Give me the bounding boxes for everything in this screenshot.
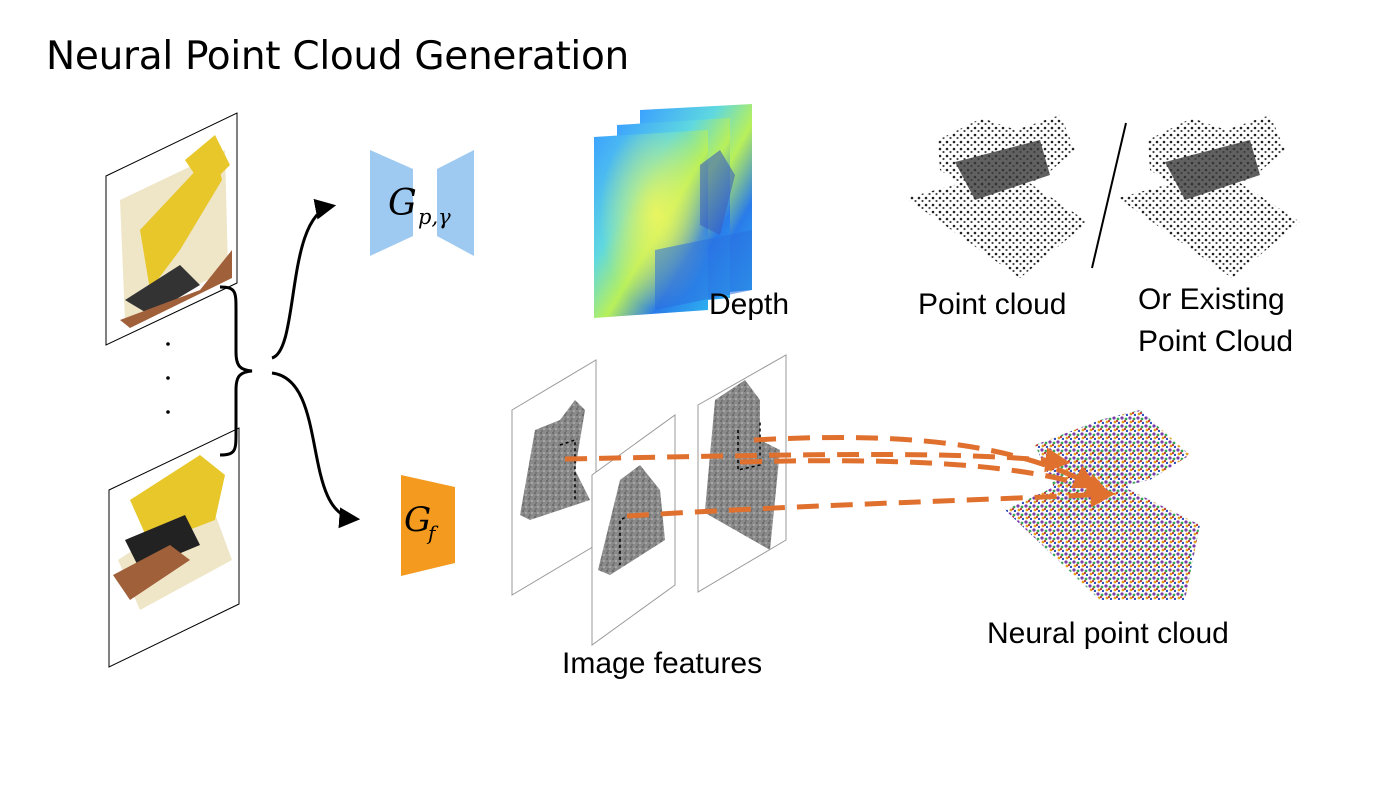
branch-arrow-to-feature-net bbox=[271, 371, 361, 529]
feature-net-symbol: G bbox=[404, 500, 431, 540]
input-image-bottom bbox=[108, 427, 240, 668]
depth-label: Depth bbox=[709, 288, 790, 321]
more-images-ellipsis bbox=[166, 342, 170, 414]
depth-maps bbox=[594, 104, 752, 318]
point-cloud-label: Point cloud bbox=[918, 288, 1067, 321]
feature-plane-3 bbox=[697, 354, 787, 593]
feature-network: G f bbox=[401, 475, 455, 576]
neural-point-cloud bbox=[1005, 410, 1200, 600]
depth-net-symbol: G bbox=[388, 183, 417, 224]
image-features-label: Image features bbox=[562, 647, 763, 680]
alternative-separator bbox=[1091, 122, 1127, 269]
depth-network: G p,γ bbox=[370, 150, 474, 256]
slide-title: Neural Point Cloud Generation bbox=[46, 34, 629, 79]
point-cloud-generated bbox=[906, 115, 1088, 278]
grouping-brace bbox=[219, 285, 253, 457]
neural-point-cloud-label: Neural point cloud bbox=[987, 617, 1229, 650]
point-cloud-existing bbox=[1118, 115, 1300, 278]
feature-plane-2 bbox=[591, 414, 676, 646]
depth-net-subscript: p,γ bbox=[418, 205, 451, 229]
branch-arrow-to-depth-net bbox=[271, 198, 337, 360]
feature-plane-1 bbox=[511, 359, 597, 596]
feature-projection-arrows bbox=[564, 434, 1116, 519]
existing-point-cloud-label-line1: Or Existing bbox=[1138, 283, 1285, 316]
input-image-top bbox=[105, 112, 238, 346]
existing-point-cloud-label-line2: Point Cloud bbox=[1138, 325, 1294, 358]
